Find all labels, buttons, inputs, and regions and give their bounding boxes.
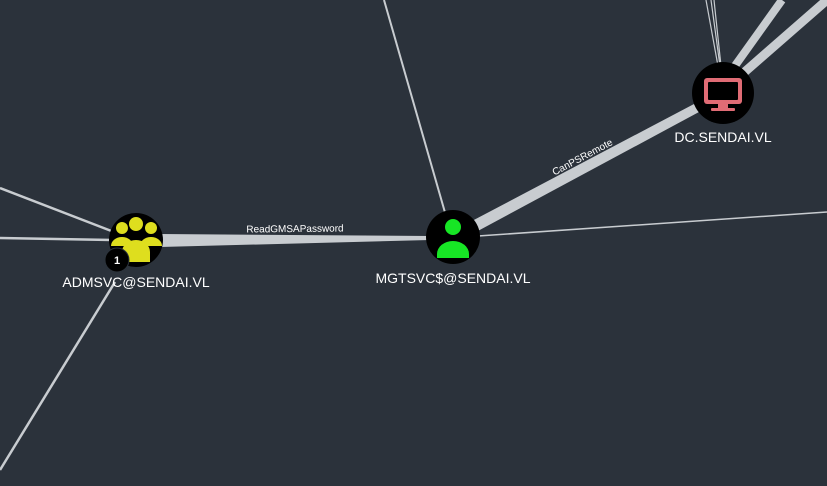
edge-read-gmsa-password-label: ReadGMSAPassword bbox=[246, 223, 343, 235]
edge-can-ps-remote[interactable]: CanPSRemote bbox=[470, 104, 699, 232]
monitor-icon bbox=[704, 78, 742, 111]
edge-dc-top-thick-1[interactable] bbox=[728, 0, 786, 73]
edge-can-ps-remote-line bbox=[470, 104, 699, 232]
node-admsvc-group[interactable]: 1 ADMSVC@SENDAI.VL bbox=[62, 213, 210, 290]
edge-read-gmsa-password-line bbox=[160, 234, 430, 247]
background-edges bbox=[0, 0, 827, 471]
edge-dc-top-thin-1[interactable] bbox=[705, 0, 719, 67]
node-admsvc-label: ADMSVC@SENDAI.VL bbox=[62, 274, 209, 290]
node-admsvc-badge-count: 1 bbox=[114, 255, 120, 267]
node-dc-computer[interactable]: DC.SENDAI.VL bbox=[674, 62, 772, 145]
node-mgtsvc-label: MGTSVC$@SENDAI.VL bbox=[375, 270, 530, 286]
edge-read-gmsa-password[interactable]: ReadGMSAPassword bbox=[160, 223, 430, 247]
node-dc-label: DC.SENDAI.VL bbox=[674, 129, 771, 145]
edge-offscreen-left-upper[interactable] bbox=[0, 186, 115, 234]
user-icon bbox=[437, 219, 469, 258]
node-admsvc-badge: 1 bbox=[104, 247, 130, 273]
edge-dc-top-thin-3[interactable] bbox=[713, 0, 722, 67]
edge-offscreen-top[interactable] bbox=[383, 0, 447, 217]
edge-dc-top-thick-2[interactable] bbox=[737, 0, 827, 80]
edge-dc-top-thin-2[interactable] bbox=[710, 0, 721, 67]
edge-offscreen-right[interactable] bbox=[477, 211, 827, 237]
edge-offscreen-bottom-left[interactable] bbox=[0, 281, 117, 471]
node-mgtsvc-user[interactable]: MGTSVC$@SENDAI.VL bbox=[375, 210, 531, 286]
edge-offscreen-left-mid[interactable] bbox=[0, 236, 113, 242]
